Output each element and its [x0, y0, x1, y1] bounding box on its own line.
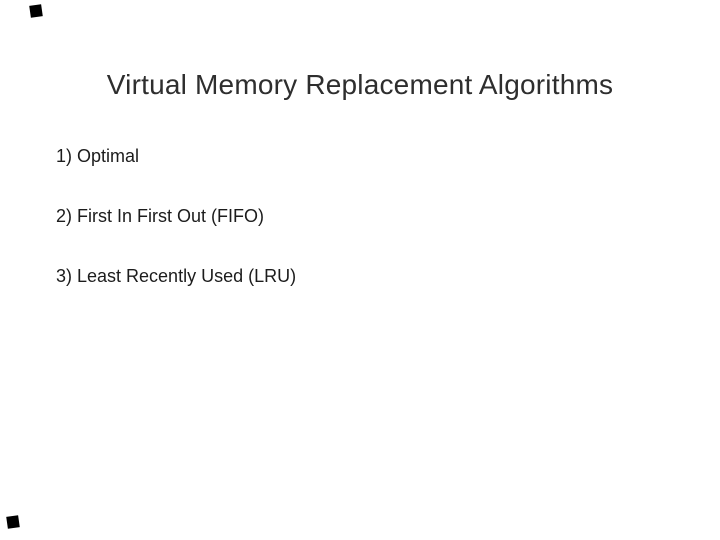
slide-title: Virtual Memory Replacement Algorithms: [106, 68, 614, 100]
list-item-optimal: 1) Optimal: [56, 146, 140, 166]
list-item-lru: 3) Least Recently Used (LRU): [56, 266, 297, 286]
list-item-fifo: 2) First In First Out (FIFO): [56, 206, 264, 226]
corner-mark-top-left: [29, 4, 43, 18]
corner-mark-bottom-left: [6, 515, 20, 529]
